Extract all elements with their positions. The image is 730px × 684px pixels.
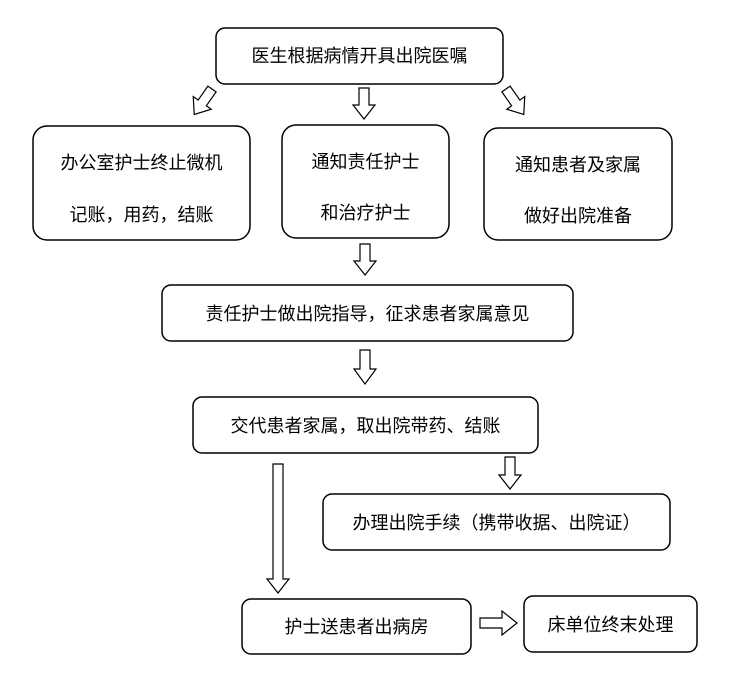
node-doctor-order: 医生根据病情开具出院医嘱 xyxy=(215,27,504,85)
node-office-nurse: 办公室护士终止微机 记账，用药，结账 xyxy=(32,125,251,241)
node-handover: 交代患者家属，取出院带药、结账 xyxy=(192,396,539,454)
node-escort: 护士送患者出病房 xyxy=(241,598,472,655)
node-notify-family-label-line1: 通知患者及家属 xyxy=(515,155,641,176)
arrow-to-notify-nurse xyxy=(351,87,377,120)
node-office-nurse-label-line1: 办公室护士终止微机 xyxy=(61,153,223,174)
arrow-to-office-nurse xyxy=(192,85,217,116)
node-doctor-order-label: 医生根据病情开具出院医嘱 xyxy=(252,46,468,67)
arrow-to-guidance xyxy=(352,243,378,276)
node-guidance: 责任护士做出院指导，征求患者家属意见 xyxy=(161,284,574,342)
arrow-to-escort xyxy=(265,463,291,594)
arrow-to-handover xyxy=(352,349,378,386)
node-procedures-label: 办理出院手续（携带收据、出院证） xyxy=(353,513,641,534)
node-guidance-label: 责任护士做出院指导，征求患者家属意见 xyxy=(206,304,530,325)
node-notify-nurse-label-line2: 和治疗护士 xyxy=(321,203,411,224)
node-procedures: 办理出院手续（携带收据、出院证） xyxy=(322,493,671,551)
node-notify-family-label-line2: 做好出院准备 xyxy=(524,206,632,227)
node-office-nurse-label-line2: 记账，用药，结账 xyxy=(70,205,214,226)
arrow-to-bed-disposal xyxy=(479,609,518,637)
node-bed-disposal: 床单位终末处理 xyxy=(523,595,698,653)
node-bed-disposal-label: 床单位终末处理 xyxy=(548,615,674,636)
node-notify-nurse-label-line1: 通知责任护士 xyxy=(312,152,420,173)
node-notify-nurse: 通知责任护士 和治疗护士 xyxy=(281,124,450,239)
node-notify-family: 通知患者及家属 做好出院准备 xyxy=(483,127,673,241)
node-escort-label: 护士送患者出病房 xyxy=(285,617,429,638)
arrow-to-procedures xyxy=(497,456,523,490)
node-handover-label: 交代患者家属，取出院带药、结账 xyxy=(231,416,501,437)
arrow-to-notify-family xyxy=(501,85,526,116)
